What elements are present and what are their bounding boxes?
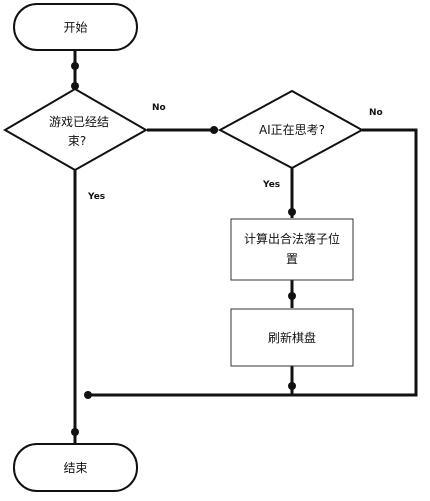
- edge-label-ai-no: No: [369, 108, 383, 118]
- edge-ai-no-loop: [88, 128, 418, 397]
- ai-thinking-label: AI正在思考?: [259, 123, 325, 137]
- refresh-board-node: 刷新棋盘: [230, 308, 354, 367]
- start-label: 开始: [63, 21, 87, 35]
- game-over-diamond: [3, 87, 149, 172]
- compute-move-node: 计算出合法落子位 置: [230, 218, 354, 281]
- compute-move-label-line2: 置: [286, 252, 298, 266]
- refresh-board-box: [230, 308, 354, 367]
- end-terminal: [13, 443, 138, 492]
- start-node: 开始: [13, 3, 138, 51]
- edge-dot: [71, 428, 79, 436]
- end-label: 结束: [63, 461, 87, 475]
- edge-dot: [288, 382, 296, 390]
- start-terminal: [13, 3, 138, 51]
- game-over-label-line2: 束?: [68, 134, 86, 148]
- edge-dot: [84, 391, 92, 399]
- edge-dot: [71, 62, 79, 70]
- game-over-decision: 游戏已经结 束?: [3, 87, 149, 172]
- edge-label-game-over-yes: Yes: [87, 192, 105, 202]
- game-over-label-line1: 游戏已经结: [49, 115, 109, 129]
- edge-label-ai-yes: Yes: [262, 180, 280, 190]
- edge-dot: [288, 292, 296, 300]
- ai-thinking-decision: AI正在思考?: [217, 89, 365, 170]
- edge-label-game-over-no: No: [152, 103, 166, 113]
- refresh-board-label: 刷新棋盘: [268, 330, 316, 345]
- ai-thinking-diamond: [217, 89, 365, 170]
- edge-dot: [210, 126, 218, 134]
- edge-dot: [71, 82, 79, 90]
- compute-move-box: [230, 218, 354, 281]
- edge-dot: [288, 208, 296, 216]
- edges: [71, 50, 418, 444]
- compute-move-label-line1: 计算出合法落子位: [244, 231, 340, 246]
- end-node: 结束: [13, 443, 138, 492]
